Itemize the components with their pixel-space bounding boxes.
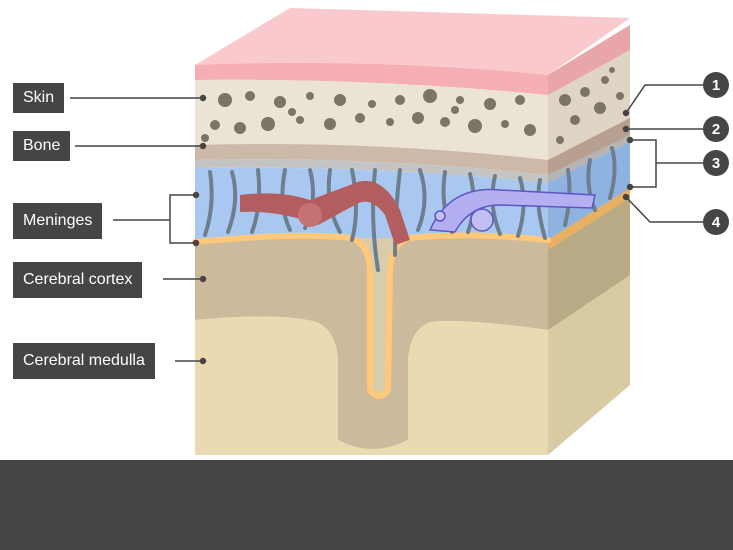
label-bone: Bone	[13, 131, 71, 161]
skin-top-surface	[195, 8, 630, 75]
number-badge-1: 1	[703, 72, 729, 98]
number-badge-4: 4	[703, 209, 729, 235]
label-skin: Skin	[13, 83, 65, 113]
pia-mater-line	[192, 232, 551, 399]
bottom-bar	[0, 460, 733, 550]
artery	[240, 180, 410, 245]
bone-pores	[201, 67, 624, 144]
number-badge-3: 3	[703, 150, 729, 176]
label-meninges: Meninges	[13, 203, 103, 239]
number-badge-2: 2	[703, 116, 729, 142]
label-cerebral-cortex: Cerebral cortex	[13, 262, 143, 298]
leader-lines-right	[622, 84, 703, 223]
label-cerebral-medulla: Cerebral medulla	[13, 343, 155, 379]
leader-lines-left	[70, 94, 207, 365]
vein	[428, 188, 596, 233]
